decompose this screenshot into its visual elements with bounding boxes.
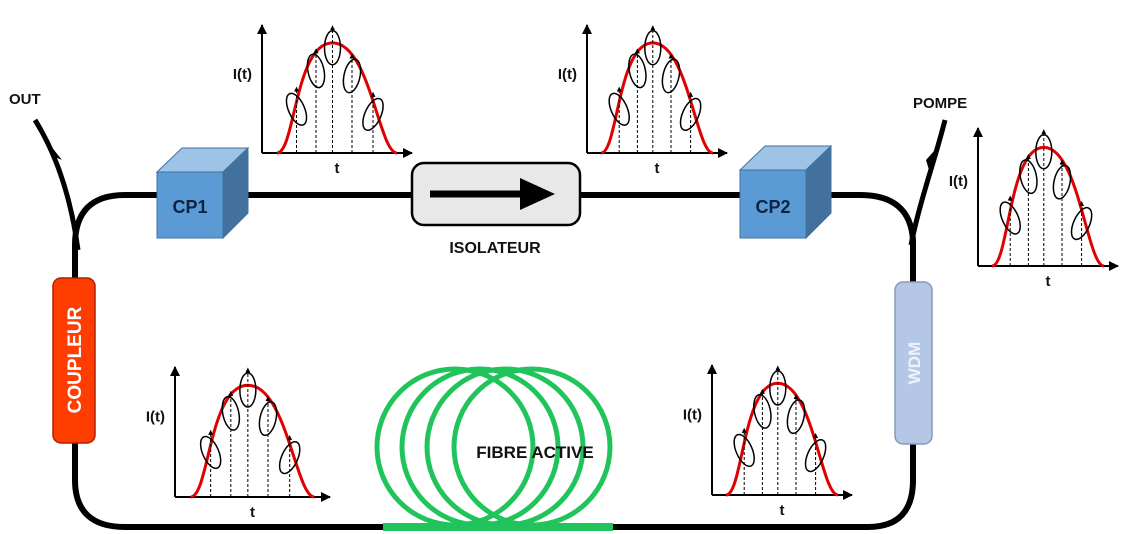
fiber-loop — [72, 192, 916, 530]
isolateur-arrow-icon — [520, 178, 555, 210]
sample-ellipse — [221, 395, 241, 431]
sample-ellipse — [999, 201, 1021, 235]
cp1-box: CP1 — [155, 146, 250, 240]
wdm-label: WDM — [905, 342, 924, 384]
cp2-label: CP2 — [755, 197, 790, 217]
pump-fiber — [908, 119, 948, 246]
sample-ellipse — [258, 401, 278, 437]
sample-ellipse — [1019, 159, 1038, 195]
sample-ellipse — [1052, 164, 1072, 200]
sample-ellipse — [285, 92, 308, 126]
cp2-box: CP2 — [738, 144, 833, 240]
x-axis-label: t — [335, 160, 340, 177]
sample-ellipse — [753, 393, 772, 429]
sample-ellipse — [323, 30, 342, 66]
pompe-label: POMPE — [913, 95, 967, 112]
pulse-plot-bottom-left: t I(t) — [146, 366, 331, 521]
isolateur-label: ISOLATEUR — [449, 240, 541, 257]
pulse-plot-top-left: t I(t) — [233, 24, 413, 177]
sample-ellipse — [1070, 206, 1093, 241]
sample-ellipse — [199, 435, 222, 470]
pulse-plot-bottom-right: t I(t) — [683, 364, 853, 519]
sample-ellipse — [644, 30, 662, 66]
sample-ellipse — [628, 53, 647, 89]
pulse-plots: tI(t)tI(t)tI(t)tI(t)tI(t) — [146, 24, 1119, 521]
sample-ellipse — [679, 97, 702, 131]
sample-ellipse — [769, 370, 787, 406]
coupleur-box: COUPLEUR — [52, 277, 96, 444]
x-axis-label: t — [780, 502, 785, 519]
sample-ellipse — [306, 53, 326, 89]
cp1-label: CP1 — [172, 197, 207, 217]
x-axis-label: t — [250, 504, 255, 521]
sample-ellipse — [239, 372, 257, 408]
pulse-curve — [991, 145, 1105, 268]
x-axis-label: t — [655, 160, 660, 177]
sample-ellipse — [661, 58, 681, 94]
sample-ellipse — [278, 441, 301, 475]
y-axis-label: I(t) — [233, 66, 252, 83]
pump-arrow-icon — [926, 150, 935, 170]
coupleur-label: COUPLEUR — [65, 306, 86, 413]
sample-ellipse — [804, 439, 827, 473]
isolateur-box — [410, 161, 582, 227]
y-axis-label: I(t) — [146, 409, 165, 426]
x-axis-label: t — [1046, 273, 1051, 290]
output-fiber — [32, 118, 81, 251]
out-label: OUT — [9, 91, 41, 108]
output-arrow-icon — [50, 145, 62, 160]
y-axis-label: I(t) — [949, 173, 968, 190]
pulse-plot-top-center: t I(t) — [558, 24, 728, 177]
y-axis-label: I(t) — [558, 66, 577, 83]
sample-ellipse — [1035, 134, 1053, 170]
sample-ellipse — [786, 399, 806, 435]
sample-ellipse — [362, 97, 384, 131]
pulse-plot-right: t I(t) — [949, 127, 1119, 290]
sample-ellipse — [733, 433, 755, 468]
sample-ellipse — [342, 58, 362, 94]
y-axis-label: I(t) — [683, 407, 702, 424]
wdm-box: WDM — [894, 281, 933, 445]
sample-ellipse — [608, 92, 630, 126]
fibre-active-segment — [383, 523, 613, 531]
fibre-active-label: FIBRE ACTIVE — [476, 443, 593, 462]
